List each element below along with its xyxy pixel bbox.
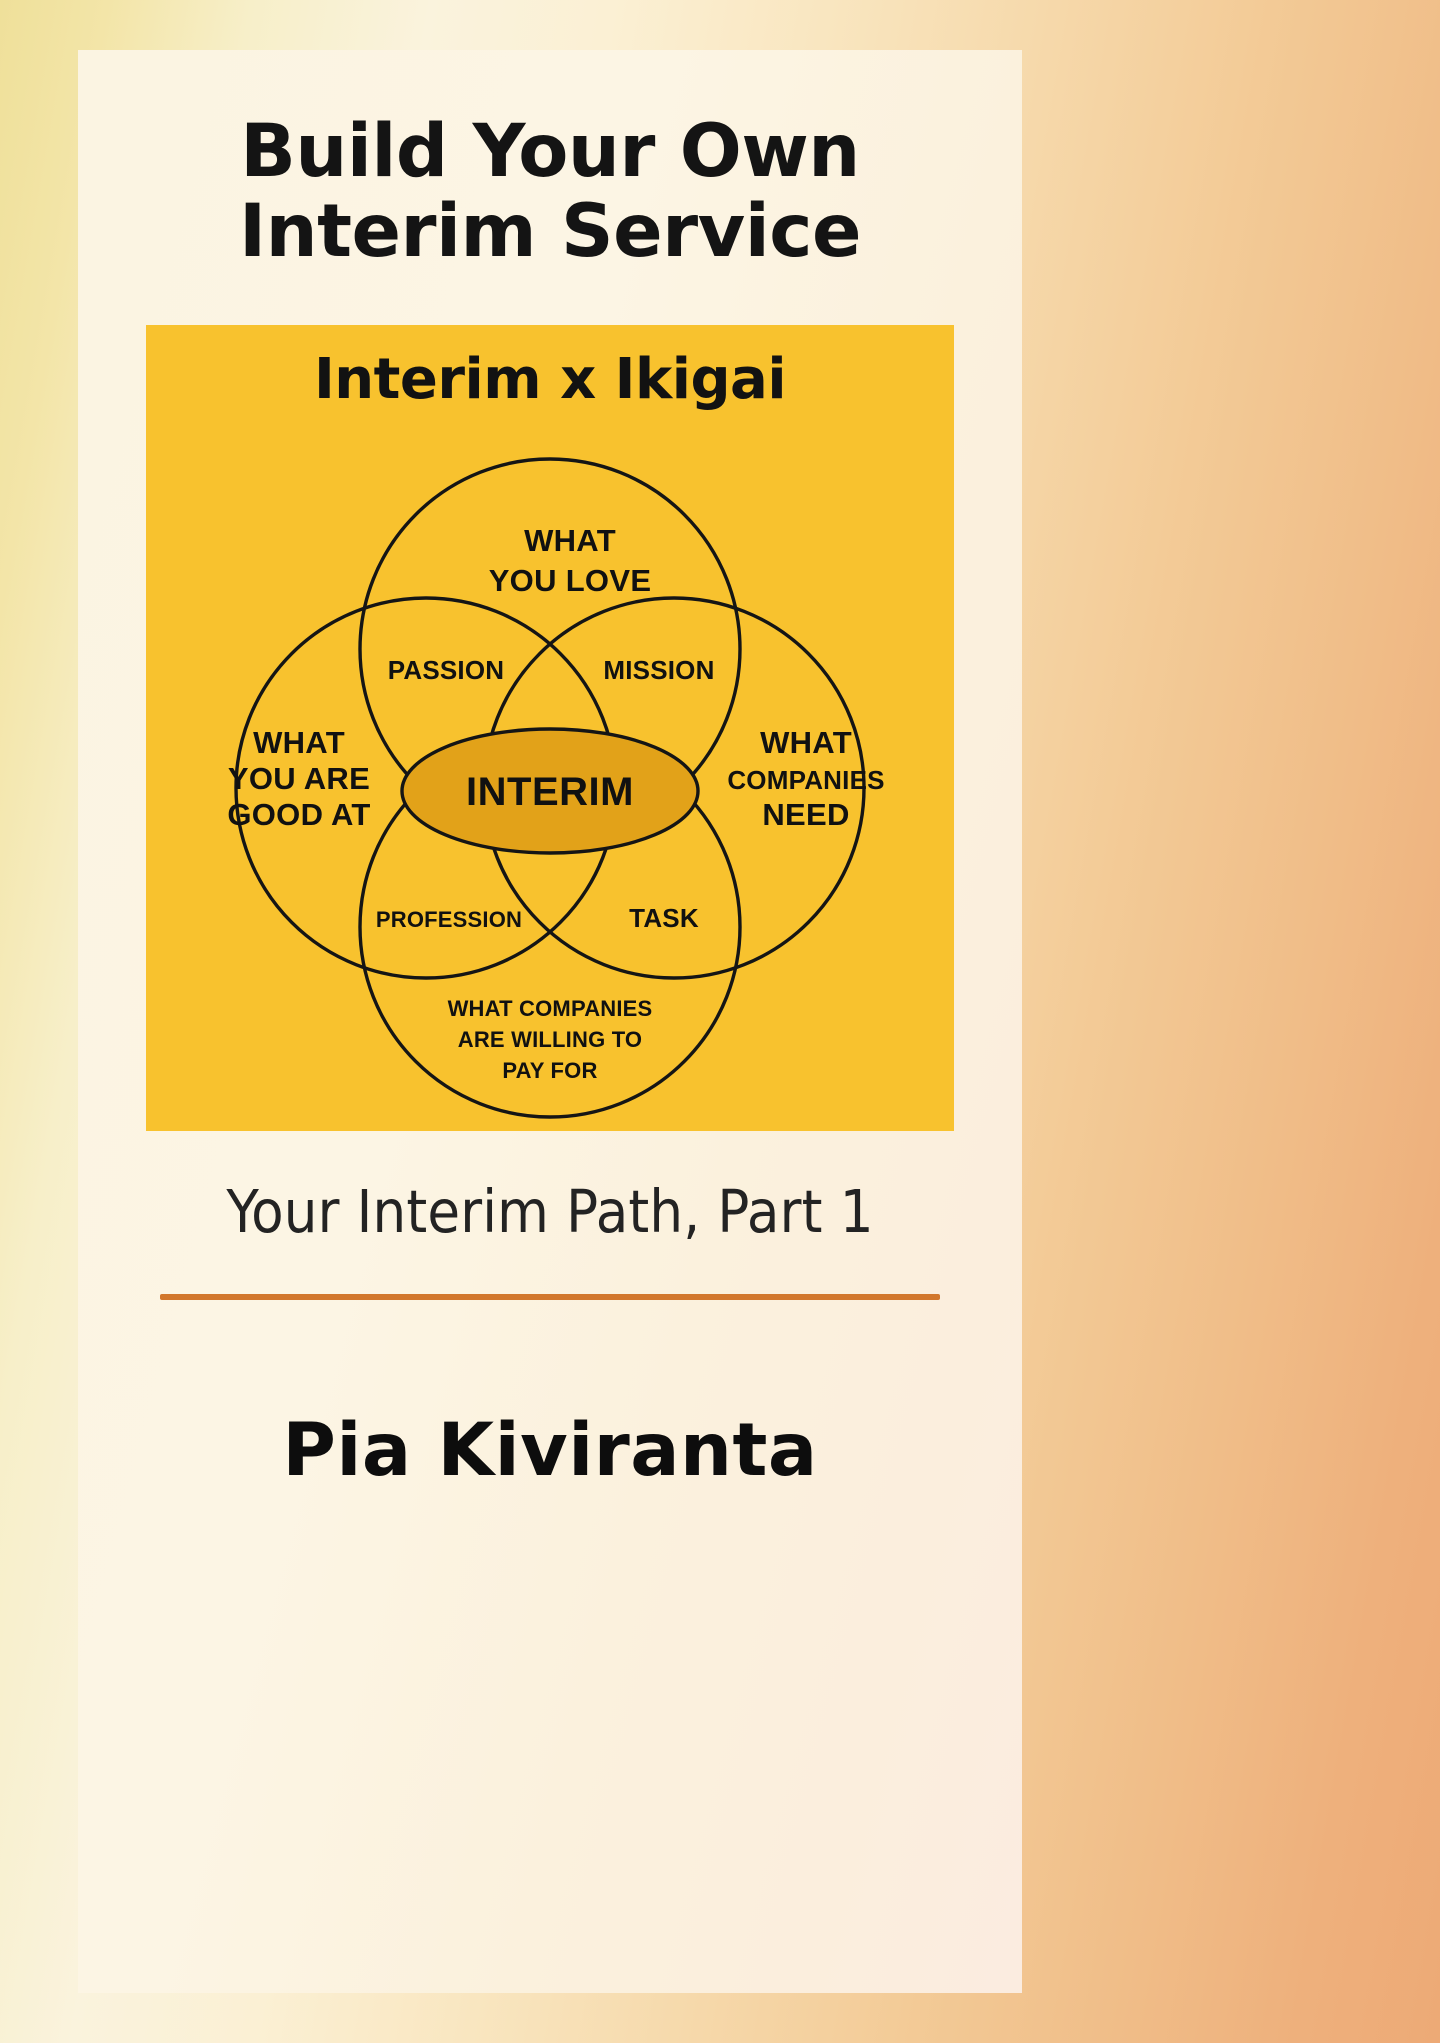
divider-rule (160, 1293, 940, 1300)
book-subtitle: Your Interim Path, Part 1 (226, 1176, 874, 1246)
venn-label-task: TASK (629, 903, 699, 933)
venn-label-profession: PROFESSION (376, 907, 522, 932)
ikigai-diagram-panel: Interim x Ikigai WHAT YOU LOVE WHAT YOU … (146, 324, 954, 1131)
venn-label-passion: PASSION (388, 655, 505, 685)
venn-label-right-line2: COMPANIES (727, 765, 884, 795)
venn-label-left-line3: GOOD AT (227, 797, 370, 832)
venn-label-right-line3: NEED (762, 797, 849, 832)
venn-label-top-line2: YOU LOVE (489, 563, 652, 598)
venn-label-bottom-line2: ARE WILLING TO (458, 1027, 643, 1052)
ikigai-venn-diagram: WHAT YOU LOVE WHAT YOU ARE GOOD AT WHAT … (227, 456, 884, 1119)
venn-label-left-line2: YOU ARE (228, 761, 370, 796)
book-cover-card: Build Your Own Interim Service Interim x… (78, 50, 1022, 1993)
venn-label-mission: MISSION (603, 655, 714, 685)
author-name: Pia Kiviranta (282, 1407, 818, 1493)
venn-label-left-line1: WHAT (253, 725, 345, 760)
venn-label-interim: INTERIM (466, 770, 634, 814)
title-line-2: Interim Service (238, 189, 862, 275)
venn-label-top-line1: WHAT (524, 523, 616, 558)
title-line-1: Build Your Own (240, 109, 860, 194)
venn-label-bottom-line1: WHAT COMPANIES (448, 996, 653, 1021)
venn-label-bottom-line3: PAY FOR (502, 1058, 597, 1083)
venn-label-right-line1: WHAT (760, 725, 852, 760)
diagram-heading: Interim x Ikigai (313, 346, 787, 412)
book-title: Build Your Own Interim Service (78, 109, 1022, 275)
venn-center-oval (400, 726, 700, 855)
